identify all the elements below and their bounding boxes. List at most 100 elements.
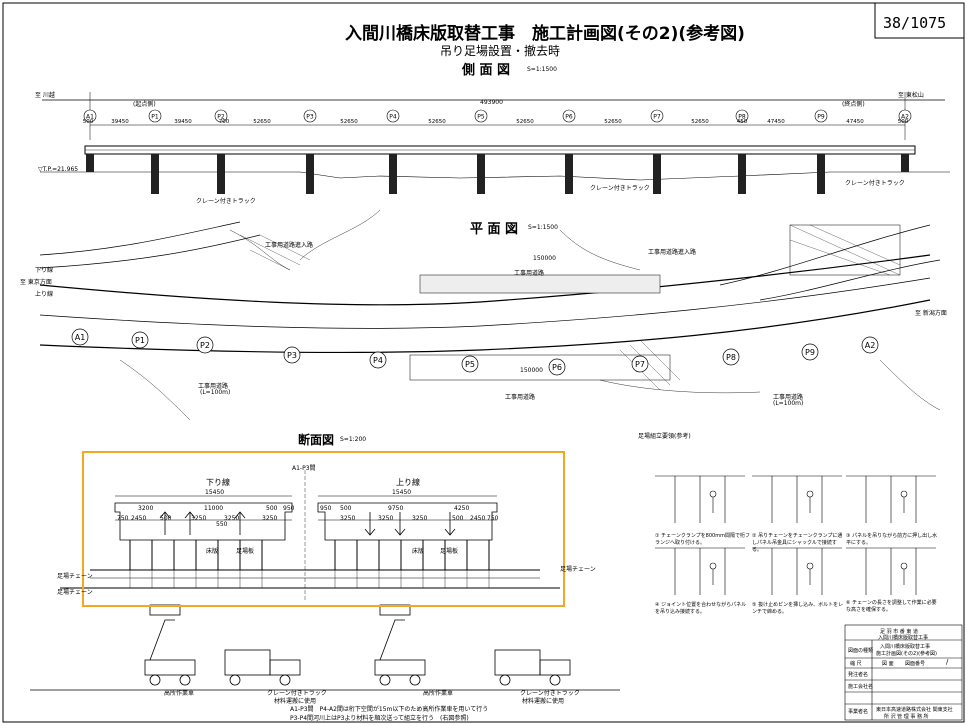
side-view-elevation: ▽T.P.=21.965: [38, 166, 79, 173]
pier-tag-circle-p2: [214, 109, 228, 123]
worker-head-icon: [806, 562, 814, 570]
bridge-deck-upper: [39, 254, 931, 306]
span-dimension: 52650: [428, 119, 446, 125]
worker-head-icon: [900, 490, 908, 498]
crane-truck-section-right: クレーン付きトラック: [520, 690, 580, 697]
section-deck-left: 足場板: [236, 548, 255, 555]
section-subdim-right: 750: [487, 515, 499, 522]
plan-pier-label-a1: A1: [75, 333, 86, 342]
pier-tag-circle-p9: [814, 109, 828, 123]
section-subdim-right: 500: [452, 515, 464, 522]
side-view-scale: S=1:1500: [527, 66, 557, 73]
crane-note-right: 材料運搬に使用: [522, 698, 565, 705]
tb-owner-value: 東日本高速道路株式会社 関東支社: [876, 707, 953, 713]
pier-p5: [477, 154, 485, 194]
worker-head-icon: [709, 490, 717, 498]
plan-pier-circle-p1: [131, 331, 149, 349]
pier-a2: [901, 154, 909, 172]
side-view-heading: 側 面 図: [462, 63, 511, 78]
crane-truck-section-left: クレーン付きトラック: [267, 690, 327, 697]
section-scaffold-chain-right: 足場チェーン: [560, 566, 596, 573]
tb-drawing: 図 面: [882, 661, 894, 667]
section-dim-right: 4250: [454, 505, 470, 512]
side-view-piers: [86, 154, 909, 194]
section-dim-left: 3200: [138, 505, 154, 512]
plan-work-road-right: 工事用道路: [773, 394, 804, 401]
pier-tag-p9: P9: [817, 114, 825, 121]
tb-scale: 縮 尺: [850, 661, 862, 667]
span-dimension: 52650: [253, 119, 271, 125]
plan-pier-circle-a2: [861, 336, 879, 354]
aerial-work-vehicle-right: [374, 604, 426, 686]
plan-pier-circle-p9: [801, 343, 819, 361]
plan-pier-circle-p7: [631, 355, 649, 373]
side-view: [40, 92, 950, 181]
pier-tag-p4: P4: [389, 114, 397, 121]
plan-pier-circle-p4: [369, 351, 387, 369]
tb-drawing-name-1: 入間川橋床版取替工事: [880, 644, 931, 650]
section-scaffold-chain-left-2: 足場チェーン: [57, 589, 93, 596]
side-view-right-span: (終点側): [842, 101, 865, 108]
pier-tag-p3: P3: [306, 114, 314, 121]
plan-work-road-entry-right: 工事用道路進入路: [648, 249, 697, 256]
section-subdim-right: 3250: [378, 515, 394, 522]
pier-p4: [389, 154, 397, 194]
plan-work-road: 工事用道路: [514, 270, 545, 277]
pier-p3: [306, 154, 314, 194]
crane-truck-right: [494, 649, 571, 686]
plan-pier-label-p3: P3: [287, 351, 297, 360]
plan-direction-right: 至 新潟方面: [915, 310, 947, 317]
aerial-vehicle-label-left: 高所作業車: [164, 690, 195, 697]
span-dimension: 47450: [846, 119, 864, 125]
proc-step-4: ④ ジョイント位置を合わせながらパネルを吊り込み接続する。: [655, 602, 747, 615]
plan-lane-down: 下り線: [35, 267, 54, 274]
section-floor-left: 床版: [206, 548, 219, 555]
tb-slash: /: [946, 658, 949, 666]
section-subdim-left: 3250: [262, 515, 278, 522]
section-subdim-left: 2450: [131, 515, 147, 522]
pier-p2: [217, 154, 225, 194]
side-view-right-end: 至 東松山: [898, 92, 924, 99]
pier-tag-circle-p3: [303, 109, 317, 123]
section-subdim-right: 3250: [340, 515, 356, 522]
section-dim-right: 9750: [388, 505, 404, 512]
tb-drawing-kind: 図面の種類: [848, 648, 874, 654]
section-dim-left: 11000: [204, 505, 224, 512]
span-dimension: 450: [737, 119, 748, 125]
pier-tag-circle-p5: [474, 109, 488, 123]
tb-company-label-1: 発注者名: [848, 672, 869, 678]
proc-step-6: ⑥ チェーンの長さを調整して作業に必要な高さを確保する。: [846, 600, 937, 613]
plan-direction-left: 至 東京方面: [20, 279, 52, 286]
span-dimension: 52650: [604, 119, 622, 125]
section-subdim-left: 750: [117, 515, 129, 522]
span-dimension: 39450: [111, 119, 129, 125]
pier-tag-p2: P2: [217, 114, 225, 121]
plan-pier-circle-p6: [548, 358, 566, 376]
proc-step-3: ③ パネルを吊りながら前方に押し出し水平にする。: [846, 533, 938, 546]
section-subdim-left: 3250: [224, 515, 240, 522]
drawing-subtitle: 吊り足場設置・撤去時: [440, 44, 561, 58]
pier-tag-circle-a2: [898, 109, 912, 123]
pier-tag-a1: A1: [86, 114, 94, 121]
drawing-title: 入間川橋床版取替工事 施工計画図(その2)(参考図): [345, 24, 745, 44]
section-dim-right: 500: [340, 505, 352, 512]
tb-revision: 図面番号: [905, 661, 926, 667]
tb-owner-label: 事業者名: [848, 709, 869, 715]
tb-owner-sub: 所 沢 管 理 事 務 所: [884, 714, 929, 720]
worker-head-icon: [806, 490, 814, 498]
plan-work-road-lower: 工事用道路: [505, 394, 536, 401]
section-view-scale: S=1:200: [340, 436, 367, 443]
span-dimension: 500: [898, 119, 909, 125]
plan-work-road-left: 工事用道路: [198, 383, 229, 390]
plan-pier-circle-p8: [722, 348, 740, 366]
span-dimension: 500: [83, 119, 94, 125]
section-dim-left: 500: [266, 505, 278, 512]
tb-company: 足 羽 市 番 東 道: [880, 629, 918, 635]
plan-work-road-right-len: (L=100m): [773, 400, 804, 407]
plan-pier-circle-p2: [196, 336, 214, 354]
pier-p7: [653, 154, 661, 194]
page-counter-box: [874, 3, 964, 39]
plan-pier-label-p9: P9: [805, 348, 815, 357]
